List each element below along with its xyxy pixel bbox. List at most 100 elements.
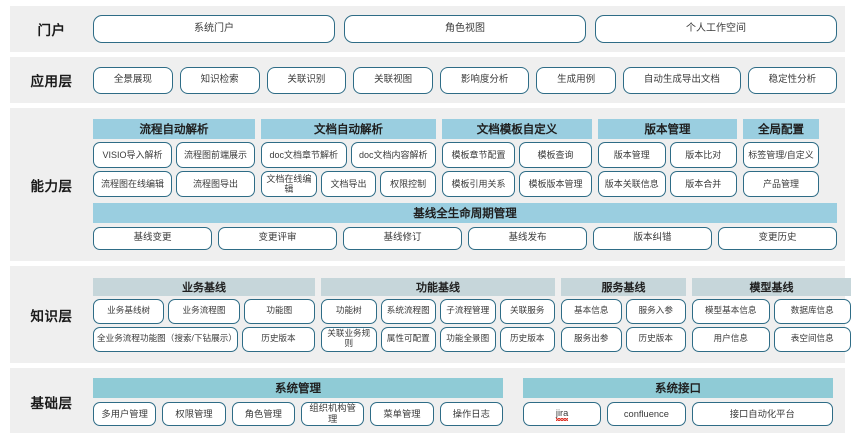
lifecycle-item-baseline-change[interactable]: 基线变更 (93, 227, 212, 250)
cap-item-template-reference-relation[interactable]: 模板引用关系 (442, 171, 515, 197)
know-item-business-flowchart[interactable]: 业务流程图 (168, 298, 240, 324)
app-item-stability-analysis[interactable]: 稳定性分析 (747, 66, 837, 94)
lifecycle-item-change-history[interactable]: 变更历史 (718, 227, 837, 250)
foundation-item-row: 多用户管理 权限管理 角色管理 组织机构管理 菜单管理 操作日志 (93, 402, 503, 426)
found-item-permission-management[interactable]: 权限管理 (162, 402, 226, 426)
portal-item-role-view[interactable]: 角色视图 (344, 15, 586, 43)
cap-item-template-query[interactable]: 模板查询 (519, 142, 592, 168)
found-item-role-management[interactable]: 角色管理 (231, 402, 295, 426)
know-item-business-baseline-tree[interactable]: 业务基线树 (93, 298, 165, 324)
knowledge-row: 关联业务规则 属性可配置 功能全景图 历史版本 (321, 326, 555, 352)
lifecycle-item-baseline-revision[interactable]: 基线修订 (343, 227, 462, 250)
app-item-generate-use-case[interactable]: 生成用例 (536, 66, 616, 94)
capability-row: 模板章节配置 模板查询 (442, 142, 592, 168)
cap-item-permission-control[interactable]: 权限控制 (380, 171, 437, 197)
baseline-lifecycle-section: 基线全生命周期管理 基线变更 变更评审 基线修订 基线发布 版本纠错 变更历史 (93, 203, 837, 250)
know-item-user-info[interactable]: 用户信息 (692, 326, 770, 352)
knowledge-row: 业务基线树 业务流程图 功能图 (93, 298, 315, 324)
know-item-tablespace-info[interactable]: 表空间信息 (773, 326, 851, 352)
capability-row: 流程图在线编辑 流程图导出 (93, 171, 255, 197)
cap-item-doc-content-parse[interactable]: doc文档内容解析 (350, 142, 436, 168)
app-item-auto-generate-export-doc[interactable]: 自动生成导出文档 (623, 66, 741, 94)
know-item-database-info[interactable]: 数据库信息 (773, 298, 851, 324)
know-item-service-input-param[interactable]: 服务入参 (625, 298, 686, 324)
lifecycle-item-version-correction[interactable]: 版本纠错 (593, 227, 712, 250)
cap-item-doc-online-edit[interactable]: 文档在线编辑 (261, 171, 317, 197)
know-item-system-flowchart[interactable]: 系统流程图 (380, 298, 436, 324)
capability-row: 产品管理 (743, 171, 819, 197)
cap-item-version-relation-info[interactable]: 版本关联信息 (598, 171, 666, 197)
cap-item-flowchart-export[interactable]: 流程图导出 (176, 171, 255, 197)
know-item-history-version-business[interactable]: 历史版本 (241, 326, 315, 352)
app-item-relation-identification[interactable]: 关联识别 (266, 66, 347, 94)
found-item-operation-log[interactable]: 操作日志 (439, 402, 503, 426)
know-item-model-basic-info[interactable]: 模型基本信息 (692, 298, 770, 324)
cap-item-version-merge[interactable]: 版本合并 (669, 171, 737, 197)
know-item-function-panorama[interactable]: 功能全景图 (440, 326, 496, 352)
app-item-relation-view[interactable]: 关联视图 (353, 66, 433, 94)
layer-band-foundation: 基础层 系统管理 多用户管理 权限管理 角色管理 组织机构管理 菜单管理 操作日… (10, 368, 845, 433)
know-item-attribute-configurable[interactable]: 属性可配置 (380, 326, 436, 352)
lifecycle-item-baseline-release[interactable]: 基线发布 (468, 227, 587, 250)
know-item-related-service[interactable]: 关联服务 (499, 298, 555, 324)
layer-content-foundation: 系统管理 多用户管理 权限管理 角色管理 组织机构管理 菜单管理 操作日志 系统… (93, 368, 845, 433)
capability-group-process-auto-parse: 流程自动解析 VISIO导入解析 流程图前端展示 流程图在线编辑 流程图导出 (93, 119, 255, 197)
know-item-function-diagram[interactable]: 功能图 (243, 298, 315, 324)
jira-label: jira (555, 408, 569, 421)
capability-row: 版本管理 版本比对 (598, 142, 737, 168)
cap-item-doc-chapter-parse[interactable]: doc文档章节解析 (261, 142, 347, 168)
layer-band-portal: 门户 系统门户 角色视图 个人工作空间 (10, 6, 845, 52)
cap-item-version-management[interactable]: 版本管理 (598, 142, 666, 168)
group-header-doc-auto-parse: 文档自动解析 (261, 119, 436, 139)
found-item-multi-user-management[interactable]: 多用户管理 (93, 402, 157, 426)
app-item-panorama-display[interactable]: 全景展现 (93, 66, 173, 94)
foundation-item-row: jira confluence 接口自动化平台 (523, 402, 833, 426)
app-item-knowledge-search[interactable]: 知识检索 (179, 66, 260, 94)
found-item-jira[interactable]: jira (523, 402, 602, 426)
group-header-function-baseline: 功能基线 (321, 277, 555, 296)
capability-group-container: 流程自动解析 VISIO导入解析 流程图前端展示 流程图在线编辑 流程图导出 文… (93, 119, 837, 197)
cap-item-doc-export[interactable]: 文档导出 (320, 171, 377, 197)
portal-item-row: 系统门户 角色视图 个人工作空间 (93, 15, 837, 43)
know-item-subprocess-management[interactable]: 子流程管理 (440, 298, 496, 324)
portal-item-system-portal[interactable]: 系统门户 (93, 15, 335, 43)
lifecycle-item-change-review[interactable]: 变更评审 (218, 227, 337, 250)
group-header-version-management: 版本管理 (598, 119, 737, 139)
know-item-related-business-rule[interactable]: 关联业务规则 (321, 326, 377, 352)
know-item-full-business-process-function-diagram[interactable]: 全业务流程功能图（搜索/下钻展示） (93, 326, 238, 352)
knowledge-row: 全业务流程功能图（搜索/下钻展示） 历史版本 (93, 326, 315, 352)
cap-item-version-compare[interactable]: 版本比对 (669, 142, 737, 168)
cap-item-template-version-mgmt[interactable]: 模板版本管理 (519, 171, 592, 197)
cap-item-template-chapter-config[interactable]: 模板章节配置 (442, 142, 515, 168)
cap-item-flowchart-frontend-display[interactable]: 流程图前端展示 (176, 142, 255, 168)
group-header-doc-template-custom: 文档模板自定义 (442, 119, 592, 139)
app-item-impact-analysis[interactable]: 影响度分析 (440, 66, 530, 94)
know-item-service-output-param[interactable]: 服务出参 (561, 326, 622, 352)
found-item-menu-management[interactable]: 菜单管理 (370, 402, 434, 426)
layer-band-knowledge: 知识层 业务基线 业务基线树 业务流程图 功能图 全业务流程功能图（搜索/下钻展… (10, 266, 851, 363)
knowledge-row: 服务出参 历史版本 (561, 326, 686, 352)
cap-item-visio-import-parse[interactable]: VISIO导入解析 (93, 142, 172, 168)
know-item-history-version-service[interactable]: 历史版本 (625, 326, 686, 352)
know-item-function-tree[interactable]: 功能树 (321, 298, 377, 324)
capability-row: 标签管理/自定义 (743, 142, 819, 168)
cap-item-product-management[interactable]: 产品管理 (743, 171, 819, 197)
capability-group-global-config: 全局配置 标签管理/自定义 产品管理 (743, 119, 819, 197)
found-item-org-structure-management[interactable]: 组织机构管理 (300, 402, 365, 426)
cap-item-flowchart-online-edit[interactable]: 流程图在线编辑 (93, 171, 172, 197)
cap-item-tag-mgmt-custom[interactable]: 标签管理/自定义 (743, 142, 819, 168)
knowledge-row: 用户信息 表空间信息 (692, 326, 851, 352)
portal-item-personal-workspace[interactable]: 个人工作空间 (595, 15, 837, 43)
found-item-interface-automation-platform[interactable]: 接口自动化平台 (691, 402, 833, 426)
know-item-history-version-function[interactable]: 历史版本 (499, 326, 555, 352)
lifecycle-item-row: 基线变更 变更评审 基线修订 基线发布 版本纠错 变更历史 (93, 227, 837, 250)
found-item-confluence[interactable]: confluence (607, 402, 686, 426)
group-header-global-config: 全局配置 (743, 119, 819, 139)
capability-group-doc-template-custom: 文档模板自定义 模板章节配置 模板查询 模板引用关系 模板版本管理 (442, 119, 592, 197)
foundation-column-container: 系统管理 多用户管理 权限管理 角色管理 组织机构管理 菜单管理 操作日志 系统… (93, 378, 837, 426)
know-item-basic-info[interactable]: 基本信息 (561, 298, 622, 324)
knowledge-group-business-baseline: 业务基线 业务基线树 业务流程图 功能图 全业务流程功能图（搜索/下钻展示） 历… (93, 277, 315, 352)
knowledge-group-container: 业务基线 业务基线树 业务流程图 功能图 全业务流程功能图（搜索/下钻展示） 历… (93, 277, 851, 352)
layer-content-portal: 系统门户 角色视图 个人工作空间 (93, 6, 845, 52)
